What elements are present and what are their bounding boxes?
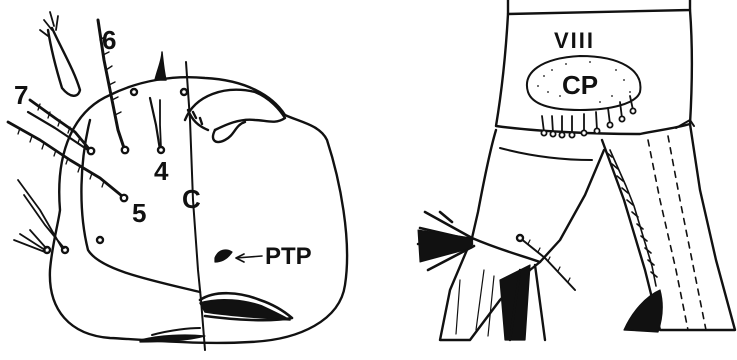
ptp-arrow: [236, 254, 262, 262]
antenna: [48, 28, 80, 96]
label-ptp: PTP: [265, 245, 312, 269]
seta-6-base: [122, 147, 128, 153]
anal-segment-band: [500, 148, 592, 160]
siphon-tip: [624, 290, 662, 332]
setae-lower-left: [14, 180, 64, 252]
saddle-seta-base: [517, 235, 523, 241]
label-seta-7: 7: [14, 82, 28, 108]
anal-lines: [456, 270, 494, 336]
head-left-panel: [8, 12, 347, 350]
seta-5-base: [121, 195, 127, 201]
segment-7: [508, 0, 690, 14]
seta-4-b: [160, 100, 161, 148]
seta-5-barbs: [18, 128, 104, 187]
label-segment-viii: VIII: [554, 30, 595, 52]
anal-segment: [472, 130, 604, 262]
seta-4: [150, 98, 160, 150]
ptp-mark: [215, 250, 232, 262]
label-seta-5: 5: [132, 200, 146, 226]
label-seta-4: 4: [154, 158, 168, 184]
mandible-edge: [152, 328, 200, 335]
seta-5: [8, 122, 122, 196]
seta-base-b: [181, 89, 187, 95]
label-region-c: C: [182, 186, 201, 212]
seta-base-a: [131, 89, 137, 95]
seta-base-c: [97, 237, 103, 243]
head-bulge: [185, 90, 285, 130]
seta-7-base: [88, 148, 94, 154]
siphon: [602, 124, 735, 330]
top-spur: [155, 52, 166, 80]
label-seta-6: 6: [102, 27, 116, 53]
label-comb-plate: CP: [562, 72, 598, 98]
mandible-tail: [140, 335, 205, 342]
seta-4-base: [158, 147, 164, 153]
seta-7-b: [28, 112, 88, 150]
